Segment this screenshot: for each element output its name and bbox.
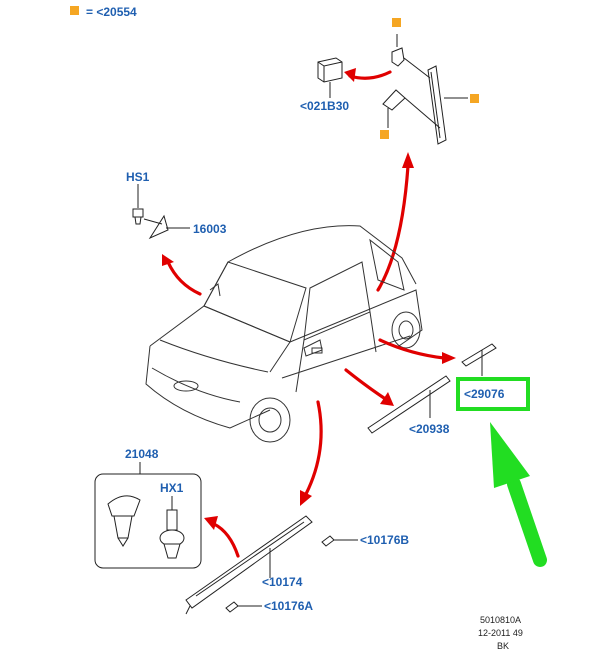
red-arrowhead — [162, 254, 174, 266]
fastener-HX1 — [159, 509, 185, 559]
legend-text: = <20554 — [86, 5, 137, 19]
screw-HS1 — [132, 208, 144, 225]
marker-square — [470, 94, 479, 103]
label-10176B[interactable]: <10176B — [360, 533, 409, 547]
clip-10176A — [225, 601, 262, 613]
red-arrow — [378, 338, 446, 360]
red-arrowhead — [380, 392, 394, 406]
sill-10174 — [185, 515, 313, 615]
label-16003[interactable]: 16003 — [193, 222, 227, 236]
red-arrowhead — [402, 152, 414, 168]
red-arrow — [376, 164, 410, 292]
footer-date: 12-2011 49 — [478, 628, 523, 638]
pillar-trim-assembly — [382, 34, 468, 145]
red-arrowhead — [442, 352, 456, 364]
label-21048[interactable]: 21048 — [125, 447, 159, 461]
mirror-cover-16003 — [143, 214, 190, 240]
red-arrowhead — [344, 68, 356, 82]
clip-21048 — [107, 495, 141, 547]
red-arrow — [344, 368, 386, 400]
moulding-29076 — [461, 343, 497, 376]
red-arrow — [166, 260, 202, 296]
legend-marker — [70, 6, 79, 15]
label-29076[interactable]: <29076 — [464, 387, 505, 401]
moulding-20938 — [367, 375, 451, 434]
label-10176A[interactable]: <10176A — [264, 599, 313, 613]
marker-square — [380, 130, 389, 139]
red-arrow — [348, 70, 392, 80]
green-pointer-arrow — [490, 422, 547, 567]
footer-suffix: BK — [497, 641, 509, 651]
clip-10176B — [321, 535, 358, 547]
label-HS1[interactable]: HS1 — [126, 170, 150, 184]
module-021B30 — [317, 57, 343, 98]
label-HX1[interactable]: HX1 — [160, 481, 184, 495]
red-arrow — [212, 522, 240, 558]
footer-code: 5010810A — [480, 615, 521, 625]
label-20938[interactable]: <20938 — [409, 422, 450, 436]
red-arrow — [304, 400, 323, 496]
red-arrowhead — [204, 516, 218, 530]
label-10174[interactable]: <10174 — [262, 575, 303, 589]
car-illustration — [145, 225, 423, 443]
inset-box — [94, 473, 202, 569]
label-021B30[interactable]: <021B30 — [300, 99, 349, 113]
highlight-box-29076 — [456, 377, 530, 411]
marker-square — [392, 18, 401, 27]
red-arrowhead — [300, 490, 312, 506]
